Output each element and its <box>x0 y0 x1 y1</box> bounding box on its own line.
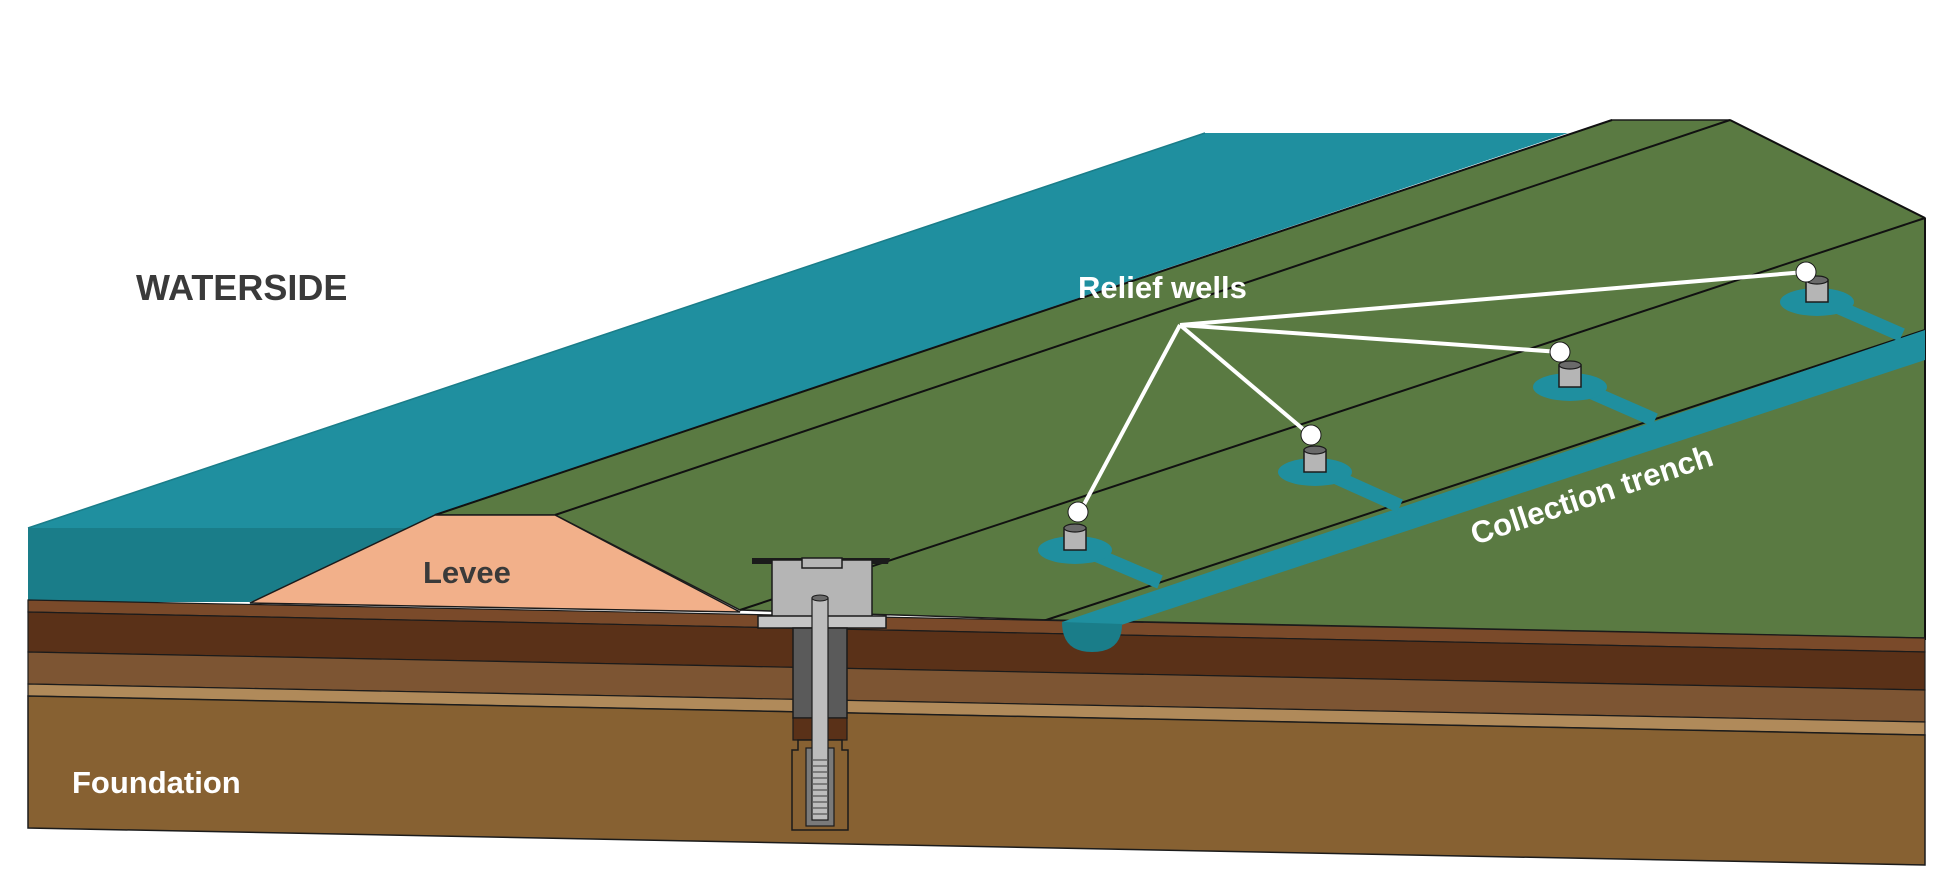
trench-end-cross-section <box>1062 622 1122 652</box>
crest-line-2 <box>554 119 1731 516</box>
crest-line-1 <box>434 119 1613 516</box>
leader-dots <box>1067 261 1817 523</box>
berm-line <box>739 217 1926 611</box>
water-front-face <box>28 528 435 602</box>
levee-cross-section <box>249 514 741 613</box>
label-foundation: Foundation <box>72 765 241 800</box>
label-levee: Levee <box>423 555 511 590</box>
relief-well-1 <box>1038 523 1163 589</box>
label-waterside: WATERSIDE <box>136 267 347 308</box>
relief-well-3 <box>1533 360 1658 427</box>
water-surface <box>28 133 1570 600</box>
relief-well-4 <box>1780 275 1905 342</box>
relief-well-2 <box>1278 445 1403 513</box>
label-relief-wells: Relief wells <box>1078 270 1247 305</box>
foundation-layer <box>27 695 1926 866</box>
collection-trench <box>1062 330 1925 632</box>
relief-well-cross-section <box>752 557 890 831</box>
relief-wells-leader-lines <box>1078 270 1806 513</box>
toe-line <box>1039 329 1926 623</box>
